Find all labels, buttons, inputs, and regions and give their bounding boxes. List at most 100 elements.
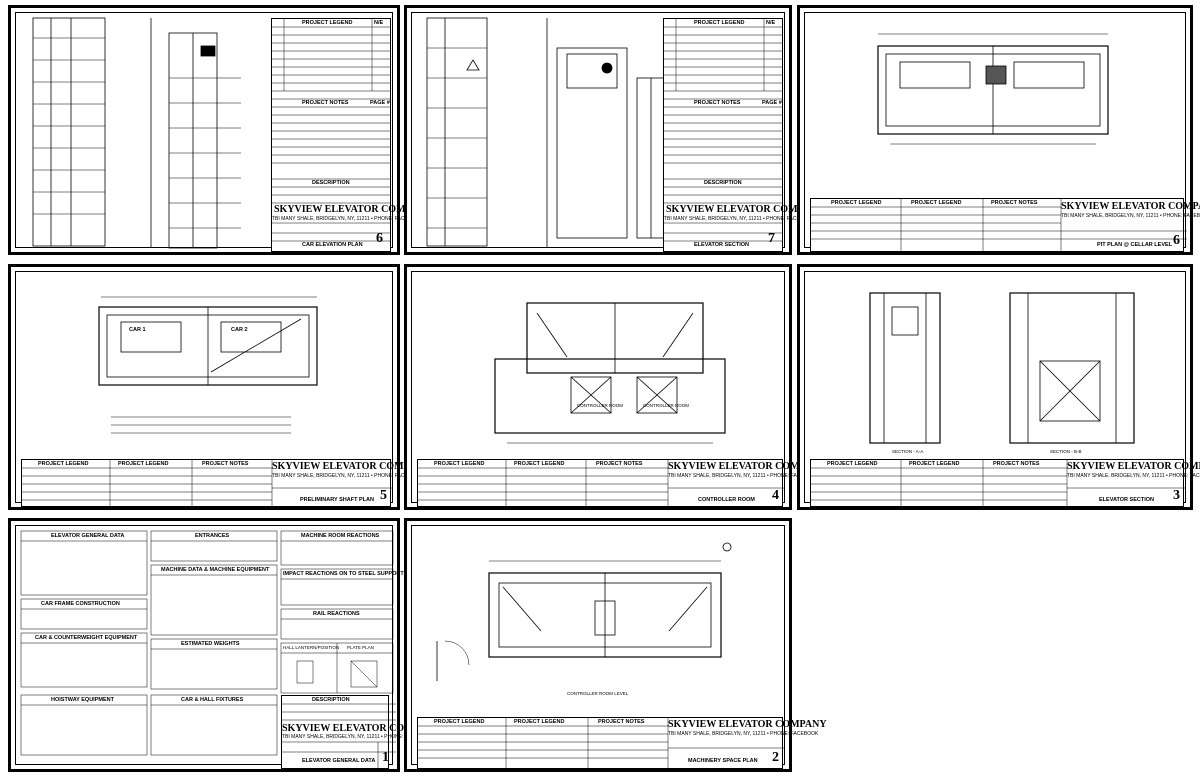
sheet-car-elevation-plan[interactable]: PROJECT LEGEND N/E PROJECT NOTES PAGE # … xyxy=(8,5,433,255)
legend-table xyxy=(282,703,396,768)
sheet-title: ELEVATOR SECTION xyxy=(694,242,750,248)
sheet-border xyxy=(411,12,785,248)
notes-header: PROJECT NOTES xyxy=(694,100,741,106)
gen-data-header: ELEVATOR GENERAL DATA xyxy=(51,533,125,539)
sheet-border xyxy=(15,525,393,765)
legend-table xyxy=(811,460,1185,506)
description-header: DESCRIPTION xyxy=(312,697,350,703)
title-block: PROJECT LEGEND PROJECT LEGEND PROJECT NO… xyxy=(417,459,827,507)
title-block: PROJECT LEGEND PROJECT LEGEND PROJECT NO… xyxy=(417,717,827,769)
car-hall-fixtures-header: CAR & HALL FIXTURES xyxy=(181,697,244,703)
section-bb-label: SECTION - B-B xyxy=(1050,449,1082,454)
sheet-title: PIT PLAN @ CELLAR LEVEL xyxy=(1097,242,1173,248)
entrances-header: ENTRANCES xyxy=(195,533,230,539)
sheet-number: 1 xyxy=(382,750,389,765)
elevation-drawing xyxy=(32,17,241,249)
sheet-border xyxy=(15,12,393,248)
car-1-label: CAR 1 xyxy=(129,327,146,333)
sheet-title: CONTROLLER ROOM xyxy=(698,497,755,503)
rail-reactions-header: RAIL REACTIONS xyxy=(313,611,360,617)
legend-header-2: PROJECT LEGEND xyxy=(514,719,565,725)
legend-header-2: PROJECT LEGEND xyxy=(909,461,960,467)
company-address: TBI MANY SHALE, BRIDGELYN, NY, 11211 • P… xyxy=(282,734,433,740)
sheet-title: ELEVATOR SECTION xyxy=(1099,497,1155,503)
machinery-plan-drawing xyxy=(436,542,732,681)
plate-plan-header: PLATE PLAN xyxy=(347,645,374,650)
company-name: SKYVIEW ELEVATOR COMPANY xyxy=(282,723,441,734)
notes-header: PROJECT NOTES xyxy=(993,461,1040,467)
controller-room-drawing xyxy=(494,302,726,444)
machine-data-header: MACHINE DATA & MACHINE EQUIPMENT xyxy=(161,567,270,573)
hoistway-equipment-header: HOISTWAY EQUIPMENT xyxy=(51,697,114,703)
company-address: TBI MANY SHALE, BRIDGELYN, NY, 11211 • P… xyxy=(668,731,819,737)
legend-header-2: PROJECT LEGEND xyxy=(118,461,169,467)
legend-table xyxy=(22,460,392,506)
impact-reactions-header: IMPACT REACTIONS ON TO STEEL SUPPORTS xyxy=(283,571,408,577)
section-aa-label: SECTION - A-A xyxy=(892,449,924,454)
shaft-plan-drawing xyxy=(98,296,318,434)
legend-header: PROJECT LEGEND xyxy=(694,20,745,26)
notes-header: PROJECT NOTES xyxy=(302,100,349,106)
sheet-machinery-space-plan[interactable]: CONTROLLER ROOM LEVEL PROJECT LEGEND PRO… xyxy=(404,518,827,772)
sections-drawing xyxy=(869,292,1135,444)
sheet-number: 4 xyxy=(772,488,779,503)
sheet-title: PRELIMINARY SHAFT PLAN xyxy=(300,497,374,503)
title-block: PROJECT LEGEND N/E PROJECT NOTES PAGE # … xyxy=(271,18,433,252)
company-name: SKYVIEW ELEVATOR COMPANY xyxy=(668,461,827,472)
legend-header: PROJECT LEGEND xyxy=(827,461,878,467)
title-block: PROJECT LEGEND PROJECT LEGEND PROJECT NO… xyxy=(810,459,1200,507)
legend-no-header: N/E xyxy=(374,20,384,26)
company-address: TBI MANY SHALE, BRIDGELYN, NY, 11211 • P… xyxy=(1061,213,1200,219)
notes-header: PROJECT NOTES xyxy=(991,200,1038,206)
title-block: PROJECT LEGEND PROJECT LEGEND PROJECT NO… xyxy=(810,198,1200,252)
notes-header: PROJECT NOTES xyxy=(598,719,645,725)
sheet-number: 6 xyxy=(376,231,383,246)
car-frame-header: CAR FRAME CONSTRUCTION xyxy=(41,601,120,607)
sheet-number: 3 xyxy=(1173,488,1180,503)
sheet-controller-room[interactable]: CONTROLLER ROOM CONTROLLER ROOM PROJECT … xyxy=(404,264,827,510)
sheet-pit-plan[interactable]: PROJECT LEGEND PROJECT LEGEND PROJECT NO… xyxy=(797,5,1200,255)
sheet-elevator-section-aa-bb[interactable]: SECTION - A-A SECTION - B-B PROJECT LEGE… xyxy=(797,264,1200,510)
section-drawing xyxy=(426,17,666,248)
sheet-title: ELEVATOR GENERAL DATA xyxy=(302,758,376,764)
legend-header-2: PROJECT LEGEND xyxy=(911,200,962,206)
sheet-number: 5 xyxy=(380,488,387,503)
sheet-number: 2 xyxy=(772,750,779,765)
sheet-general-data[interactable]: ELEVATOR GENERAL DATA ENTRANCES MACHINE … xyxy=(8,518,441,772)
page-header: PAGE # xyxy=(762,100,782,106)
legend-table xyxy=(272,19,390,242)
company-address: TBI MANY SHALE, BRIDGELYN, NY, 11211 • P… xyxy=(664,216,815,222)
notes-header: PROJECT NOTES xyxy=(596,461,643,467)
title-block: PROJECT LEGEND N/E PROJECT NOTES PAGE # … xyxy=(663,18,825,252)
legend-header: PROJECT LEGEND xyxy=(302,20,353,26)
legend-table xyxy=(811,199,1187,251)
legend-table xyxy=(664,19,782,242)
sheet-elevator-section[interactable]: PROJECT LEGEND N/E PROJECT NOTES PAGE # … xyxy=(404,5,825,255)
sheet-title: CAR ELEVATION PLAN xyxy=(302,242,363,248)
machine-room-reactions-header: MACHINE ROOM REACTIONS xyxy=(301,533,380,539)
legend-table xyxy=(418,718,784,768)
car-cw-header: CAR & COUNTERWEIGHT EQUIPMENT xyxy=(35,635,138,641)
company-name: SKYVIEW ELEVATOR COMPANY xyxy=(1067,461,1200,472)
company-name: SKYVIEW ELEVATOR COMPANY xyxy=(666,204,825,215)
estimated-weights-header: ESTIMATED WEIGHTS xyxy=(181,641,240,647)
company-address: TBI MANY SHALE, BRIDGELYN, NY, 11211 • P… xyxy=(272,473,423,479)
sheet-number: 7 xyxy=(768,231,775,246)
description-header: DESCRIPTION xyxy=(312,180,350,186)
pit-plan-drawing xyxy=(877,33,1109,145)
legend-header: PROJECT LEGEND xyxy=(434,719,485,725)
controller-room-level-label: CONTROLLER ROOM LEVEL xyxy=(567,691,629,696)
company-name: SKYVIEW ELEVATOR COMPANY xyxy=(668,719,827,730)
sheet-title: MACHINERY SPACE PLAN xyxy=(688,758,758,764)
car-2-label: CAR 2 xyxy=(231,327,248,333)
company-address: TBI MANY SHALE, BRIDGELYN, NY, 11211 • P… xyxy=(1067,473,1200,479)
company-address: TBI MANY SHALE, BRIDGELYN, NY, 11211 • P… xyxy=(272,216,423,222)
company-name: SKYVIEW ELEVATOR COMPANY xyxy=(272,461,431,472)
company-name: SKYVIEW ELEVATOR COMPANY xyxy=(274,204,433,215)
sheet-preliminary-shaft-plan[interactable]: CAR 1 CAR 2 PROJECT LEGEND PROJECT LEGEN… xyxy=(8,264,431,510)
page-header: PAGE # xyxy=(370,100,390,106)
company-address: TBI MANY SHALE, BRIDGELYN, NY, 11211 • P… xyxy=(668,473,819,479)
hall-lantern-header: HALL LANTERN/POSITION xyxy=(283,645,340,650)
legend-header: PROJECT LEGEND xyxy=(831,200,882,206)
legend-header: PROJECT LEGEND xyxy=(434,461,485,467)
